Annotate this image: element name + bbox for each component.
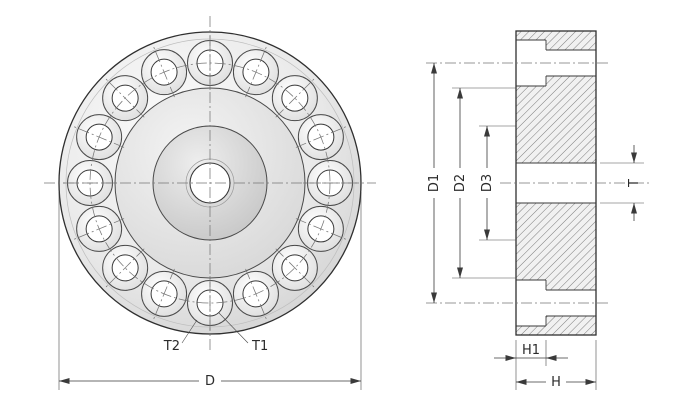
bolt-hole-centerline (295, 218, 348, 241)
dimension-d: D (58, 192, 362, 390)
dim-label-d3: D3 (480, 174, 495, 192)
dimension-d1: D1 (427, 63, 442, 303)
front-view: D T2 T1 (44, 16, 376, 390)
dimension-t: T (600, 145, 644, 221)
dim-label-d1: D1 (427, 174, 442, 192)
bolt-hole-centerline (72, 125, 125, 148)
dimension-d2: D2 (452, 87, 516, 279)
bolt-hole-centerline (104, 248, 145, 289)
bolt-hole-centerline (245, 268, 268, 321)
dim-label-h1: H1 (522, 343, 540, 358)
section-view: D1 D2 D3 T (426, 30, 650, 390)
bolt-hole-centerline (72, 218, 125, 241)
dimension-d3: D3 (479, 125, 516, 241)
dimension-h1: H1 (494, 340, 568, 390)
bolt-hole-centerline (295, 125, 348, 148)
bolt-hole-centerline (275, 77, 316, 118)
dim-label-t: T (627, 179, 642, 188)
t1-leader-line (218, 312, 249, 344)
dimension-h: H (516, 340, 597, 390)
dim-label-d: D (205, 374, 215, 389)
bolt-hole-centerline (245, 45, 268, 98)
bolt-hole-centerline (275, 248, 316, 289)
bolt-hole-centerline (152, 268, 175, 321)
section-internal-lines (516, 39, 596, 327)
t2-leader-line (181, 319, 198, 344)
dim-label-h: H (551, 375, 561, 390)
hole-label-t1: T1 (251, 339, 268, 354)
hole-callouts: T2 T1 (163, 312, 268, 354)
dim-label-d2: D2 (453, 174, 468, 192)
bolt-hole-centerline (104, 77, 145, 118)
bolt-hole-centerline (152, 45, 175, 98)
hole-label-t2: T2 (163, 339, 180, 354)
